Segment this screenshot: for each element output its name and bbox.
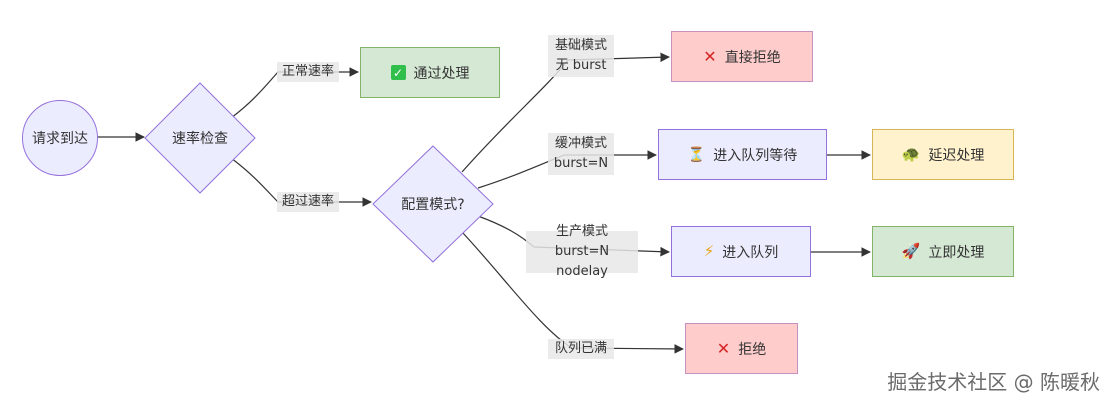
edge-label-normal-rate: 正常速率 [277, 62, 339, 82]
hourglass-icon: ⏳ [687, 146, 706, 163]
node-enter-queue-wait: ⏳ 进入队列等待 [658, 129, 827, 180]
node-immediate-process-text: 立即处理 [928, 244, 985, 261]
edge-label-basic-mode: 基础模式 无 burst [548, 35, 614, 77]
node-reject-direct: ✕ 直接拒绝 [671, 31, 813, 82]
node-request: 请求到达 [22, 100, 98, 176]
node-normal-process-text: 通过处理 [413, 65, 470, 82]
node-rate-check: 速率检查 [144, 82, 256, 194]
node-enter-queue-wait-text: 进入队列等待 [713, 147, 798, 164]
node-config-mode: 配置模式? [372, 145, 494, 263]
cross-mark-icon: ✕ [703, 46, 717, 66]
edge-label-queue-full: 队列已满 [548, 339, 614, 359]
node-enter-queue-text: 进入队列 [722, 244, 779, 261]
turtle-icon: 🐢 [901, 145, 921, 163]
node-enter-queue: ⚡ 进入队列 [671, 226, 811, 277]
edge-label-production-mode: 生产模式 burst=N nodelay [526, 224, 638, 279]
node-delay-process: 🐢 延迟处理 [872, 129, 1014, 180]
edge-label-exceed-rate: 超过速率 [277, 192, 339, 212]
node-reject: ✕ 拒绝 [685, 323, 798, 374]
edge-label-buffer-mode: 缓冲模式 burst=N [548, 133, 614, 175]
node-immediate-process: 🚀 立即处理 [872, 226, 1014, 277]
rocket-icon: 🚀 [901, 242, 921, 260]
node-reject-text: 拒绝 [738, 341, 767, 358]
node-request-text: 请求到达 [32, 131, 88, 147]
node-rate-check-text: 速率检查 [172, 131, 228, 147]
node-normal-process: ✓ 通过处理 [360, 47, 500, 98]
node-delay-process-text: 延迟处理 [928, 147, 985, 164]
node-config-mode-text: 配置模式? [401, 197, 465, 213]
watermark: 掘金技术社区 @ 陈暖秋 [887, 369, 1100, 394]
check-mark-icon: ✓ [390, 65, 406, 80]
lightning-icon: ⚡ [703, 242, 715, 260]
node-reject-direct-text: 直接拒绝 [724, 49, 781, 66]
cross-mark-icon: ✕ [716, 338, 731, 358]
